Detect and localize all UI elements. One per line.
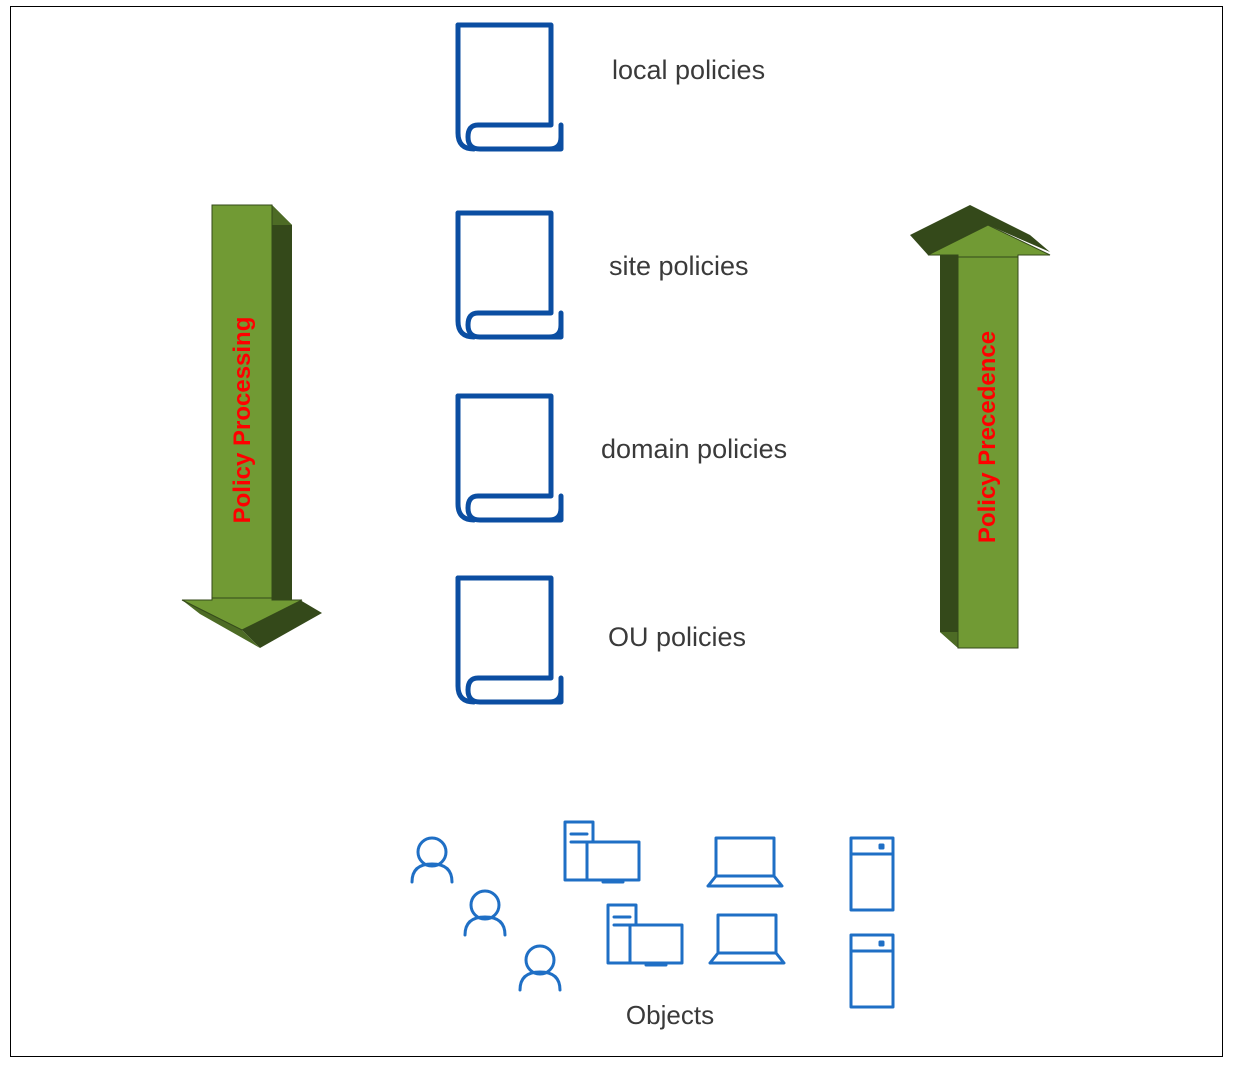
policy-document-icon [455, 393, 564, 523]
policy-label-ou: OU policies [608, 622, 746, 652]
desktop-computer-icon [606, 903, 684, 967]
policy-label-local: local policies [612, 55, 765, 85]
policy-label-site: site policies [609, 251, 749, 281]
laptop-icon [706, 836, 784, 888]
policy-document-icon [455, 210, 564, 340]
user-icon [518, 944, 562, 992]
policy-precedence-arrow: Policy Precedence [910, 205, 1051, 649]
policy-label-domain: domain policies [601, 434, 787, 464]
policy-document-icon [455, 22, 564, 152]
policy-document-icon [455, 575, 564, 705]
objects-label: Objects [626, 1000, 714, 1030]
server-icon [849, 933, 895, 1009]
user-icon [410, 836, 454, 884]
server-icon [849, 836, 895, 912]
policy-processing-arrow: Policy Processing [181, 204, 322, 648]
user-icon [463, 889, 507, 937]
laptop-icon [708, 913, 786, 965]
policy-precedence-label: Policy Precedence [974, 331, 1001, 543]
desktop-computer-icon [563, 820, 641, 884]
policy-processing-label: Policy Processing [229, 317, 256, 524]
